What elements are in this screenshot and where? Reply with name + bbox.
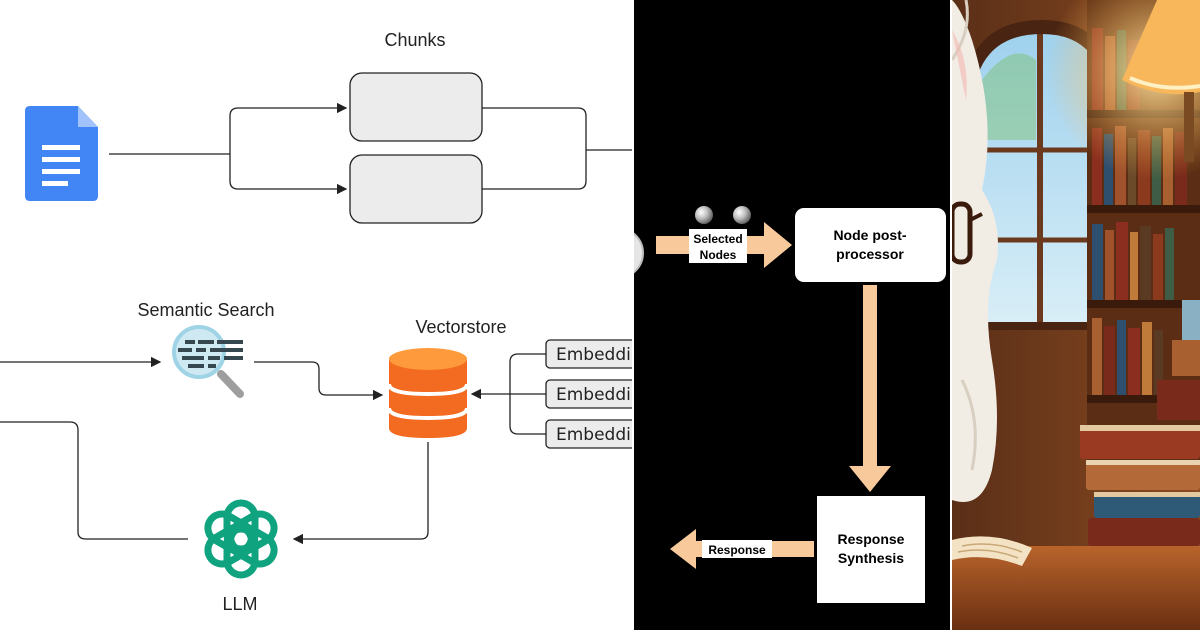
postprocessor-to-synthesis-arrow	[849, 285, 891, 492]
response-synthesis-box: Response Synthesis	[817, 496, 925, 603]
database-icon	[387, 348, 469, 438]
response-synthesis-label-line1: Response	[838, 531, 905, 547]
node-postprocessor-label-line2: processor	[836, 246, 904, 262]
pipeline-svg: Selected Nodes Node post- processor Resp…	[634, 206, 946, 603]
response-synthesis-label-line2: Synthesis	[838, 550, 904, 566]
embedding-box-2: Embeddi	[545, 379, 634, 409]
semantic-search-label: Semantic Search	[137, 300, 274, 320]
library-illustration-svg	[952, 0, 1200, 630]
chunk-box-2	[349, 154, 483, 224]
llm-label: LLM	[222, 594, 257, 614]
vectorstore-label: Vectorstore	[415, 317, 506, 337]
node-postprocessor-box: Node post- processor	[795, 208, 946, 282]
embeddings-connector	[470, 353, 546, 435]
cat-with-glasses	[952, 0, 998, 502]
retriever-node-partial	[634, 232, 644, 274]
embedding-box-3: Embeddi	[545, 419, 634, 449]
rag-diagram-panel: Chunks Semantic Search	[0, 30, 634, 614]
embedding-label-1: Embeddi	[556, 345, 631, 365]
library-illustration	[952, 0, 1200, 630]
node-spheres	[695, 206, 751, 224]
selected-nodes-label-line1: Selected	[693, 232, 742, 246]
embedding-box-1: Embeddi	[545, 339, 634, 369]
wooden-table	[952, 546, 1200, 630]
embedding-label-3: Embeddi	[556, 425, 631, 445]
panel-divider-left	[632, 0, 634, 630]
doc-to-chunks-connector	[109, 102, 348, 195]
response-label: Response	[708, 543, 766, 557]
selected-nodes-arrow: Selected Nodes	[656, 222, 792, 268]
query-to-llm-connector	[0, 421, 188, 540]
response-arrow: Response	[670, 529, 814, 569]
chunks-merge-connector	[482, 107, 634, 190]
document-icon	[25, 106, 98, 201]
selected-nodes-label-line2: Nodes	[700, 248, 737, 262]
lamp	[1122, 0, 1200, 162]
openai-logo	[204, 499, 278, 579]
embedding-label-2: Embeddi	[556, 385, 631, 405]
stacked-books	[1080, 300, 1200, 546]
open-book	[952, 536, 1032, 566]
node-postprocessor-label-line1: Node post-	[833, 227, 906, 243]
chunk-box-1	[349, 72, 483, 142]
search-to-vectorstore-connector	[254, 361, 384, 401]
vectorstore-to-llm-connector	[292, 442, 429, 545]
chunks-label: Chunks	[384, 30, 445, 50]
panel-divider-right	[950, 0, 952, 630]
search-magnifier-icon	[172, 325, 244, 398]
rag-diagram-svg: Chunks Semantic Search	[0, 30, 634, 614]
pipeline-panel: Selected Nodes Node post- processor Resp…	[634, 0, 950, 630]
